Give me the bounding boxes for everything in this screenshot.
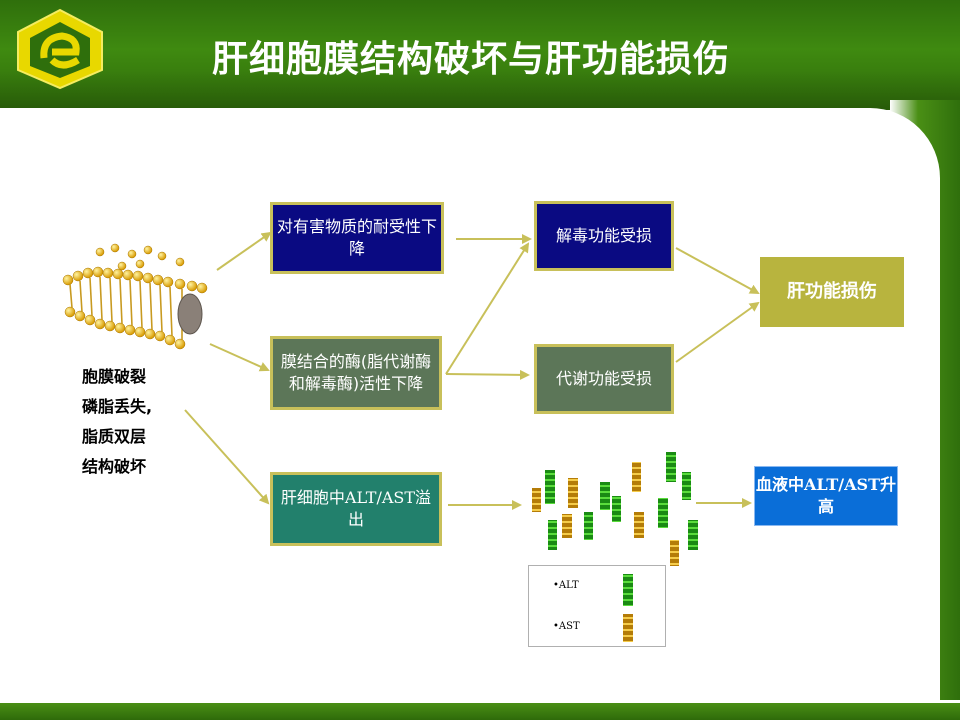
membrane-illustration <box>62 243 208 350</box>
alt-helix <box>612 496 621 522</box>
box-detox: 解毒功能受损 <box>534 201 674 271</box>
header-shadow <box>0 70 960 110</box>
ast-helix <box>632 462 641 492</box>
alt-helix <box>682 472 691 500</box>
alt-helix <box>545 470 555 504</box>
ast-helix <box>532 488 541 512</box>
ast-helix <box>634 512 644 538</box>
box-blood-elevation: 血液中ALT/AST升高 <box>754 466 898 526</box>
page-title: 肝细胞膜结构破坏与肝功能损伤 <box>212 39 731 80</box>
ast-helix <box>670 540 679 566</box>
desc-line: 胞膜破裂 <box>82 367 147 386</box>
enzyme-legend: •ALT •AST <box>528 565 666 647</box>
membrane-description: 胞膜破裂 磷脂丢失, 脂质双层 结构破坏 <box>82 362 152 482</box>
alt-helix <box>548 520 557 550</box>
box-tolerance: 对有害物质的耐受性下降 <box>270 202 444 274</box>
desc-line: 结构破坏 <box>82 457 147 476</box>
ast-helix <box>568 478 578 508</box>
box-liver-damage: 肝功能损伤 <box>760 257 904 327</box>
legend-ast-helix <box>623 614 633 642</box>
enzyme-cluster <box>532 452 698 566</box>
alt-helix <box>688 520 698 550</box>
header-band <box>0 0 960 110</box>
box-metabolism: 代谢功能受损 <box>534 344 674 414</box>
alt-helix <box>658 498 668 528</box>
legend-label-alt: •ALT <box>553 580 579 591</box>
legend-swatches <box>623 574 633 642</box>
box-enzyme-activity: 膜结合的酶(脂代谢酶和解毒酶)活性下降 <box>270 336 442 410</box>
ast-helix <box>562 514 572 538</box>
alt-helix <box>666 452 676 482</box>
legend-alt-helix <box>623 574 633 606</box>
logo-icon <box>17 8 103 90</box>
legend-label-ast: •AST <box>553 621 580 632</box>
desc-line: 磷脂丢失, <box>82 397 153 416</box>
content-panel <box>0 108 940 703</box>
box-enzyme-leak: 肝细胞中ALT/AST溢出 <box>270 472 442 546</box>
desc-line: 脂质双层 <box>82 427 147 446</box>
footer-band <box>0 703 960 720</box>
alt-helix <box>584 512 593 540</box>
alt-helix <box>600 482 610 510</box>
